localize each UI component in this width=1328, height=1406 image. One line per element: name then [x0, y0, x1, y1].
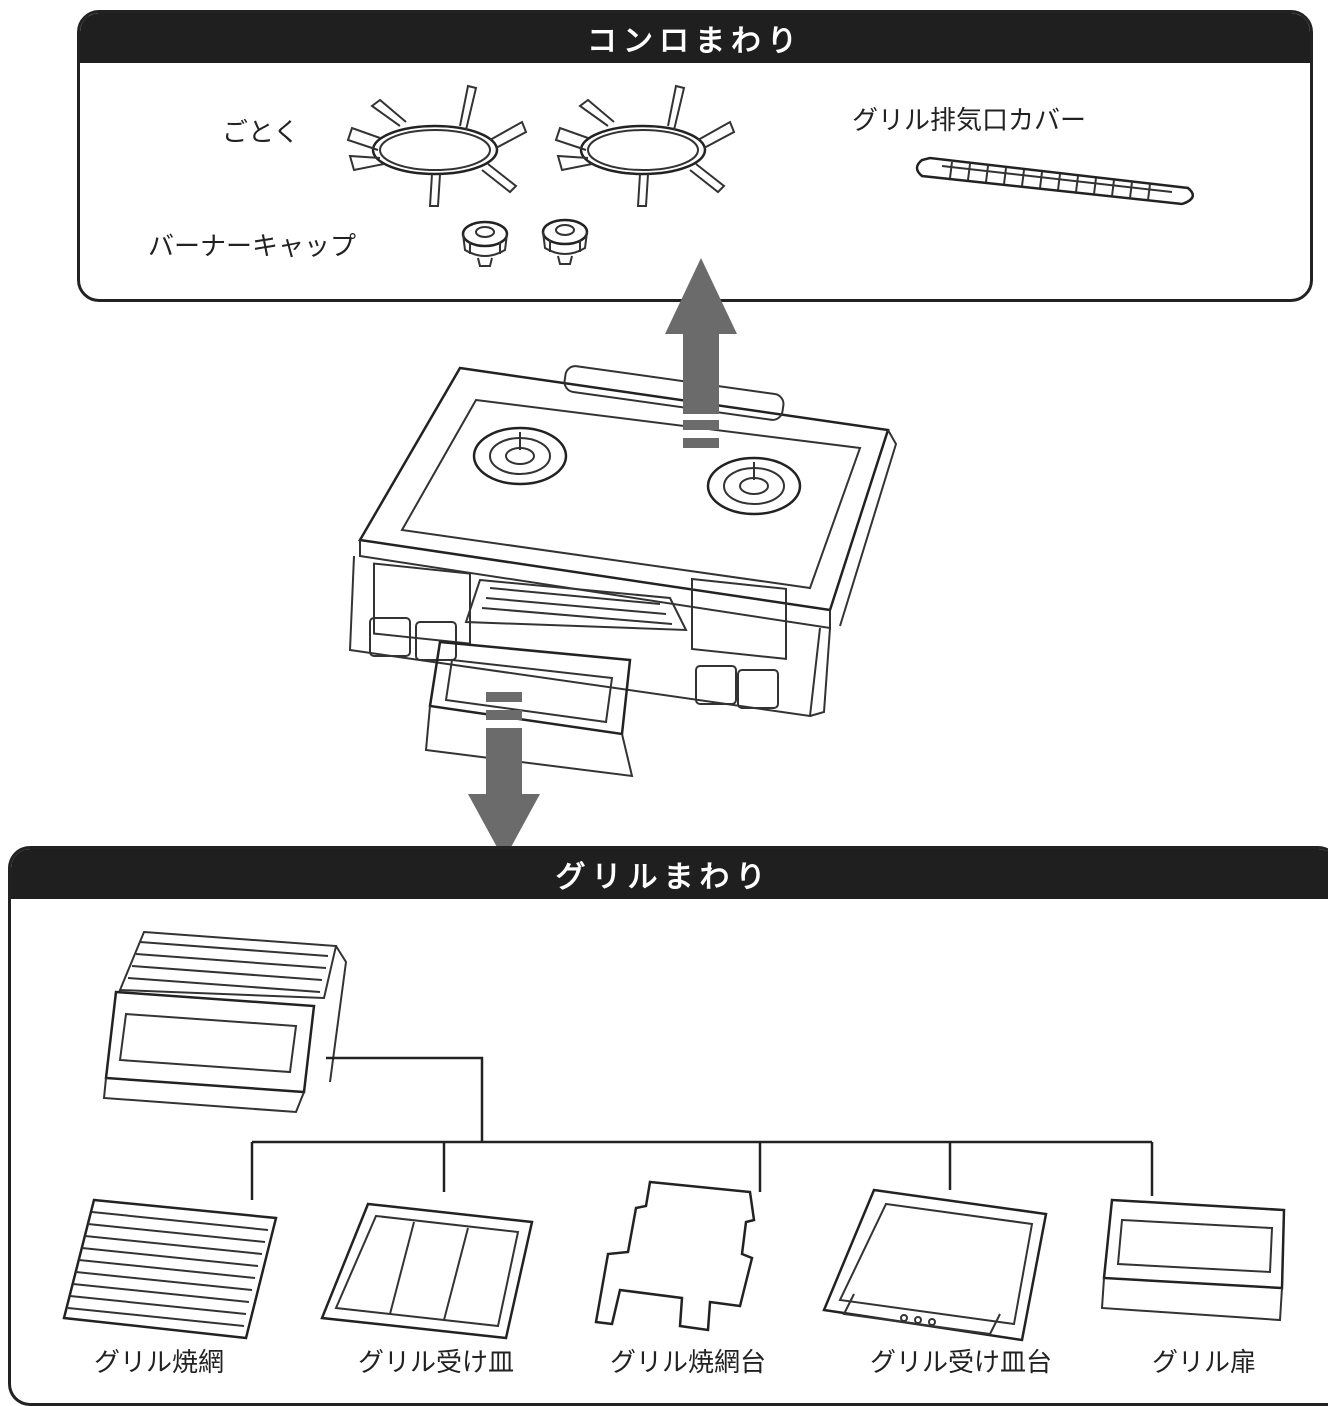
stove-parts-panel: コンロまわり [77, 10, 1313, 302]
grill-vent-cover-label: グリル排気口カバー [852, 106, 1087, 136]
grill-drip-pan-stand-illustration [822, 1188, 1048, 1342]
grill-parts-title: グリルまわり [11, 849, 1328, 899]
grill-grate-stand-illustration [594, 1180, 756, 1332]
gotoku-illustration-left [346, 84, 528, 207]
up-arrow [665, 258, 737, 448]
burner-cap-label: バーナーキャップ [148, 232, 357, 262]
part-label-grill-drip-pan-stand: グリル受け皿台 [870, 1348, 1053, 1378]
stove-parts-title: コンロまわり [80, 13, 1310, 63]
grill-grate-illustration [62, 1198, 278, 1340]
grill-vent-cover-illustration [915, 156, 1195, 206]
gas-stove-illustration [348, 365, 898, 778]
gotoku-illustration-right [554, 84, 736, 207]
grill-door-illustration [1100, 1198, 1286, 1322]
grill-drip-pan-illustration [320, 1202, 534, 1340]
burner-cap-illustration-left [461, 220, 509, 267]
burner-cap-illustration-right [541, 218, 589, 265]
part-label-grill-door: グリル扉 [1152, 1348, 1257, 1378]
part-label-grill-grate: グリル焼網 [94, 1348, 225, 1378]
grill-drawer-assembly-illustration [102, 930, 348, 1114]
part-label-grill-drip-pan: グリル受け皿 [358, 1348, 515, 1378]
gotoku-label: ごとく [222, 118, 300, 148]
part-label-grill-grate-stand: グリル焼網台 [610, 1348, 767, 1378]
down-arrow [468, 692, 540, 860]
